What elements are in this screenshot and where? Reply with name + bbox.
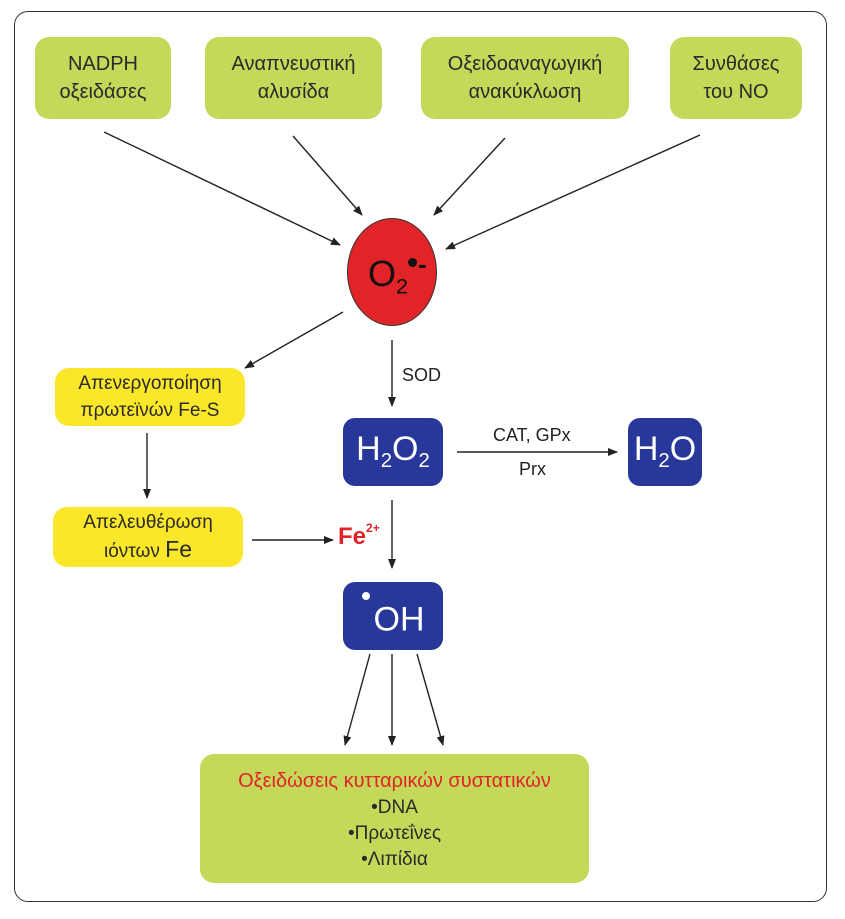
h2o2-formula: H2O2: [356, 430, 430, 473]
enzymes-bottom-label: Prx: [519, 459, 546, 479]
arrow-superoxide-to-fes: [244, 311, 344, 369]
superoxide-node: O2 -: [347, 218, 437, 326]
source-redox-line1: Οξειδοαναγωγική: [447, 53, 603, 75]
source-respiratory-line2: αλυσίδα: [257, 81, 330, 103]
water-formula: H2O: [633, 430, 697, 473]
source-respiratory-line1: Αναπνευστική: [231, 53, 356, 75]
fe-release-line1: Απελευθέρωση: [83, 512, 213, 533]
iron-release-box: Απελευθέρωση ιόντων Fe: [53, 507, 243, 567]
fe-release-line2: ιόντων Fe: [104, 536, 192, 562]
arrow-redox-to-superoxide: [433, 137, 506, 216]
source-respiratory-chain: Αναπνευστική αλυσίδα: [205, 37, 382, 119]
fes-inactivation-box: Απενεργοποίηση πρωτεϊνών Fe-S: [55, 368, 245, 426]
oxidations-heading: Οξειδώσεις κυτταρικών συστατικών: [238, 769, 551, 792]
enzymes-top-label: CAT, GPx: [493, 425, 571, 445]
arrow-no-synthases-to-superoxide: [445, 134, 701, 250]
source-nadph-line2: οξειδάσες: [59, 81, 147, 103]
iron-ion-label: Fe2+: [338, 521, 380, 550]
cellular-oxidations-box: Οξειδώσεις κυτταρικών συστατικών •DNA •Π…: [200, 754, 589, 883]
source-no-line1: Συνθάσες: [692, 53, 780, 75]
sod-label: SOD: [402, 365, 442, 385]
hydroxyl-radical-node: OH: [343, 582, 443, 650]
source-no-synthases: Συνθάσες του NO: [670, 37, 802, 119]
oxidation-target-item: •DNA: [371, 796, 418, 818]
source-nadph-line1: NADPH: [67, 53, 138, 75]
water-node: H2O: [628, 418, 702, 486]
superoxide-formula: O2: [368, 253, 409, 299]
oxidation-target-item: •Πρωτεΐνες: [347, 822, 442, 844]
hydrogen-peroxide-node: H2O2: [343, 418, 443, 486]
source-redox-cycling: Οξειδοαναγωγική ανακύκλωση: [421, 37, 629, 119]
source-redox-line2: ανακύκλωση: [468, 81, 582, 103]
arrow-nadph-to-superoxide: [103, 131, 341, 246]
arrow-hydroxyl-to-oxidations-right: [416, 653, 445, 746]
arrow-hydroxyl-to-oxidations-left: [343, 653, 371, 746]
radical-dot-icon: [361, 592, 370, 601]
fes-line2: πρωτεϊνών Fe-S: [80, 400, 220, 421]
source-no-line2: του NO: [703, 81, 769, 103]
diagram-frame: [14, 11, 827, 902]
oxidation-target-item: •Λιπίδια: [361, 848, 428, 870]
fes-line1: Απενεργοποίηση: [78, 373, 222, 394]
hydroxyl-formula: OH: [361, 592, 425, 640]
superoxide-charge: -: [418, 249, 427, 279]
arrow-respiratory-to-superoxide: [292, 135, 363, 216]
radical-dot-icon: [408, 258, 417, 267]
source-nadph-oxidases: NADPH οξειδάσες: [35, 37, 171, 119]
